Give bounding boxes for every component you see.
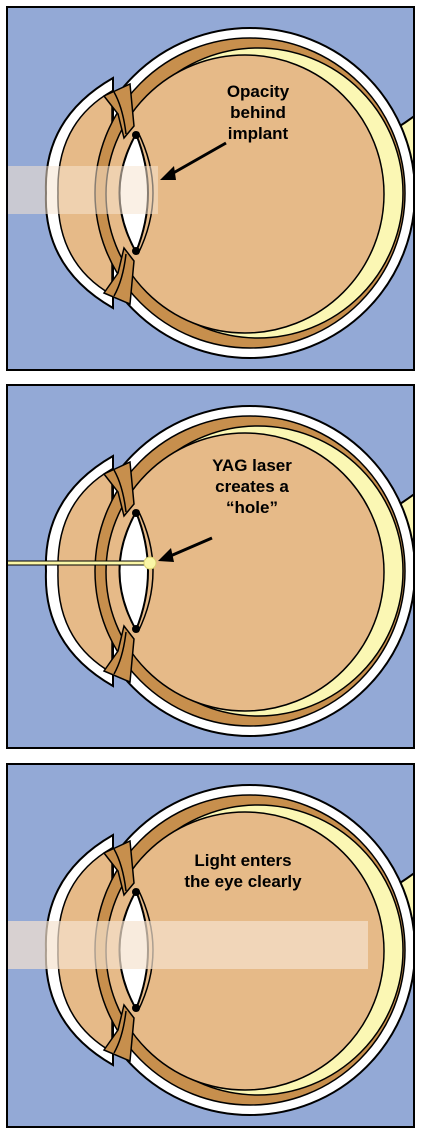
- light-beam: [8, 921, 368, 969]
- panel-label: Opacity behind implant: [203, 81, 313, 144]
- light-beam: [8, 166, 158, 214]
- label-line: behind: [203, 102, 313, 123]
- label-line: Opacity: [203, 81, 313, 102]
- panel-yag-laser: YAG laser creates a “hole”: [6, 384, 415, 749]
- label-line: YAG laser: [188, 455, 316, 476]
- panel-clear-vision: Light enters the eye clearly: [6, 763, 415, 1128]
- laser-spot: [144, 557, 156, 569]
- eye-diagram-laser: [8, 386, 413, 747]
- label-line: implant: [203, 123, 313, 144]
- label-line: “hole”: [188, 497, 316, 518]
- eye-diagram-clear: [8, 765, 413, 1126]
- panel-label: Light enters the eye clearly: [158, 850, 328, 892]
- label-line: the eye clearly: [158, 871, 328, 892]
- label-line: Light enters: [158, 850, 328, 871]
- panel-label: YAG laser creates a “hole”: [188, 455, 316, 518]
- panel-opacity: Opacity behind implant: [6, 6, 415, 371]
- eye-diagram-opacity: [8, 8, 413, 369]
- label-line: creates a: [188, 476, 316, 497]
